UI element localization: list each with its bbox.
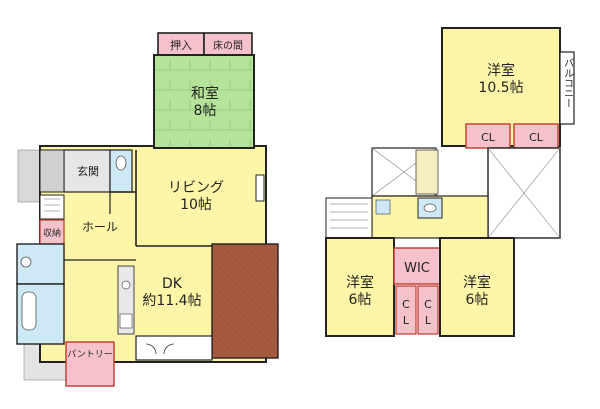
stairs-2f-lines (330, 203, 368, 229)
sink-icon (121, 280, 131, 290)
pantry-label: パントリー (67, 349, 112, 360)
yoshitsu-right-room (439, 237, 515, 337)
yoshitsu-right-label: 洋室 (463, 274, 491, 291)
yoshitsu-left-label: 洋室 (346, 274, 374, 291)
wood-deck (211, 243, 279, 359)
cl-vertical-right-l: L (425, 314, 432, 327)
balcony (559, 51, 575, 125)
entrance-approach (17, 149, 41, 203)
floor-1: 押入 床の間 和室 8帖 玄関 リビング 10帖 ホール 収納 DK 約11.4… (16, 32, 279, 387)
cl-vertical-left-c: C (402, 298, 410, 311)
cl-right-label: CL (529, 131, 544, 144)
washitsu-size-label: 8帖 (194, 103, 217, 119)
shoe-cabinet (39, 149, 65, 193)
washbasin-2f (375, 199, 391, 215)
washitsu-room (153, 54, 255, 149)
dk-label: DK (162, 276, 183, 292)
stairs-1f-lines (44, 198, 60, 212)
washbasin-icon (20, 256, 32, 268)
yoshitsu-large-size-label: 10.5帖 (478, 80, 523, 96)
living-window (255, 174, 265, 202)
wic-closet (393, 247, 441, 285)
stairs-2f-top (415, 149, 439, 195)
yoshitsu-right-size-label: 6帖 (466, 292, 489, 308)
balcony-label: バルコニー (562, 58, 574, 108)
genkan-area (63, 149, 111, 193)
hall-wall (64, 192, 136, 261)
toilet-1f-icon (115, 155, 127, 171)
cl-vertical-right-c: C (424, 298, 432, 311)
dk-size-label: 約11.4帖 (142, 293, 201, 309)
yoshitsu-large-label: 洋室 (487, 62, 515, 79)
tokonoma-label: 床の間 (213, 39, 243, 52)
floor-2: 洋室 10.5帖 バルコニー CL CL WIC 洋室 6帖 洋室 6帖 C L… (325, 27, 575, 337)
genkan-label: 玄関 (77, 164, 99, 178)
void-right-cross (487, 147, 561, 239)
shuno-label: 収納 (43, 227, 61, 239)
oshiire-label: 押入 (170, 38, 192, 52)
bathtub-icon (21, 291, 37, 331)
pantry-room (65, 341, 115, 387)
hall-label: ホール (82, 220, 118, 234)
terrace-bottom (135, 335, 213, 361)
stairs-2f (325, 197, 373, 239)
stairs-1f (39, 194, 65, 220)
cl-vertical-right (417, 285, 439, 335)
wic-label: WIC (404, 261, 430, 276)
cl-left-label: CL (481, 131, 496, 144)
living-label: リビング (168, 180, 224, 196)
washitsu-label: 和室 (191, 85, 219, 102)
toilet-2f-icon (423, 203, 437, 213)
yoshitsu-left-room (325, 237, 395, 337)
yoshitsu-left-size-label: 6帖 (349, 292, 372, 308)
living-size-label: 10帖 (180, 197, 212, 213)
stove-icon (119, 313, 133, 329)
cl-vertical-left (395, 285, 417, 335)
patio-door (145, 343, 175, 355)
cl-vertical-left-l: L (403, 314, 410, 327)
